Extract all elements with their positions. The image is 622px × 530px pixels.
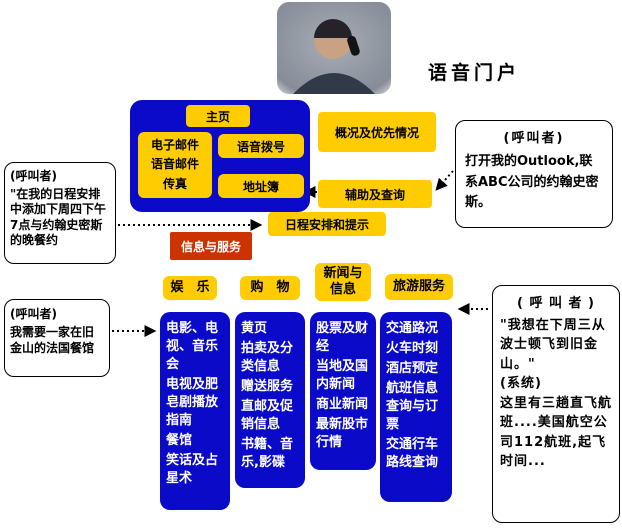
- assist-query-box: 辅助及查询: [318, 180, 432, 208]
- list-item: 笑话及占星术: [166, 452, 219, 486]
- category-news-info: 新闻与信息: [315, 263, 371, 301]
- home-panel: 主页 电子邮件 语音邮件 传真 语音拨号 地址簿: [130, 100, 310, 212]
- callout-caller-schedule: (呼叫者) "在我的日程安排中添加下周四下午7点与约翰史密斯的晚餐约: [4, 162, 116, 264]
- callout-caller-flight: ( 呼 叫 者 ) "我想在下周三从波士顿飞到旧金山。" (系统) 这里有三趟直…: [492, 285, 620, 523]
- home-button: 主页: [186, 105, 250, 127]
- travel-list: 交通路况 火车时刻 酒店预定 航班信息查询与订票 交通行车路线查询: [380, 312, 452, 502]
- news-info-list: 股票及财经 当地及国内新闻 商业新闻 最新股市行情: [310, 312, 376, 470]
- list-item: 黄页: [241, 321, 268, 336]
- schedule-reminder-box: 日程安排和提示: [268, 212, 386, 236]
- callout-caller-restaurant: (呼叫者) 我需要一家在旧金山的法国餐馆: [4, 299, 110, 377]
- list-item: 直邮及促销信息: [241, 398, 294, 432]
- caller-photo: [277, 2, 391, 94]
- email-label: 电子邮件: [150, 138, 199, 153]
- callout-text: "在我的日程安排中添加下周四下午7点与约翰史密斯的晚餐约: [10, 186, 107, 248]
- info-services-header: 信息与服务: [170, 232, 252, 260]
- list-item: 当地及国内新闻: [316, 358, 369, 392]
- category-entertainment: 娱 乐: [163, 276, 217, 300]
- list-item: 交通路况: [386, 321, 439, 336]
- list-item: 最新股市行情: [316, 416, 369, 450]
- voicemail-label: 语音邮件: [150, 157, 199, 172]
- list-item: 书籍、音乐,影碟: [241, 436, 294, 470]
- list-item: 赠送服务: [241, 378, 294, 394]
- list-item: 交通行车路线查询: [386, 436, 439, 470]
- speaker-label: (呼叫者): [10, 169, 57, 183]
- list-item: 餐馆: [166, 432, 193, 448]
- list-item: 电影、电视、音乐会: [166, 321, 219, 372]
- list-item: 拍卖及分类信息: [241, 340, 294, 374]
- category-shopping: 购 物: [240, 276, 300, 300]
- mail-group-button: 电子邮件 语音邮件 传真: [138, 132, 212, 198]
- caller-quote-text: "我想在下周三从波士顿飞到旧金山。": [500, 317, 606, 372]
- address-book-button: 地址簿: [218, 174, 304, 198]
- speaker-label: (呼叫者): [503, 131, 565, 146]
- list-item: 商业新闻: [316, 396, 369, 412]
- person-on-phone-illustration: [277, 2, 391, 94]
- list-item: 火车时刻: [386, 340, 439, 356]
- list-item: 航班信息查询与订票: [386, 380, 439, 432]
- list-item: 电视及肥皂剧播放指南: [166, 376, 219, 428]
- system-label: (系统): [500, 376, 542, 391]
- speaker-label: ( 呼 叫 者 ): [517, 296, 595, 311]
- entertainment-list: 电影、电视、音乐会 电视及肥皂剧播放指南 餐馆 笑话及占星术: [160, 312, 230, 510]
- system-response-text: 这里有三趟直飞航班....美国航空公司112航班,起飞时间...: [500, 395, 613, 470]
- page-title: 语音门户: [428, 62, 521, 84]
- voice-dial-button: 语音拨号: [218, 134, 304, 158]
- callout-text: 我需要一家在旧金山的法国餐馆: [10, 325, 95, 356]
- callout-text: 打开我的Outlook,联系ABC公司的约翰史密斯。: [465, 153, 599, 211]
- arrow-caller-to-assist: [435, 170, 454, 191]
- list-item: 酒店预定: [386, 360, 439, 376]
- list-item: 股票及财经: [316, 321, 369, 354]
- speaker-label: (呼叫者): [10, 307, 57, 321]
- fax-label: 传真: [162, 176, 187, 191]
- shopping-list: 黄页 拍卖及分类信息 赠送服务 直邮及促销信息 书籍、音乐,影碟: [235, 312, 305, 488]
- category-travel: 旅游服务: [385, 274, 453, 300]
- callout-caller-outlook: (呼叫者) 打开我的Outlook,联系ABC公司的约翰史密斯。: [455, 120, 613, 228]
- overview-priority-box: 概况及优先情况: [318, 112, 436, 152]
